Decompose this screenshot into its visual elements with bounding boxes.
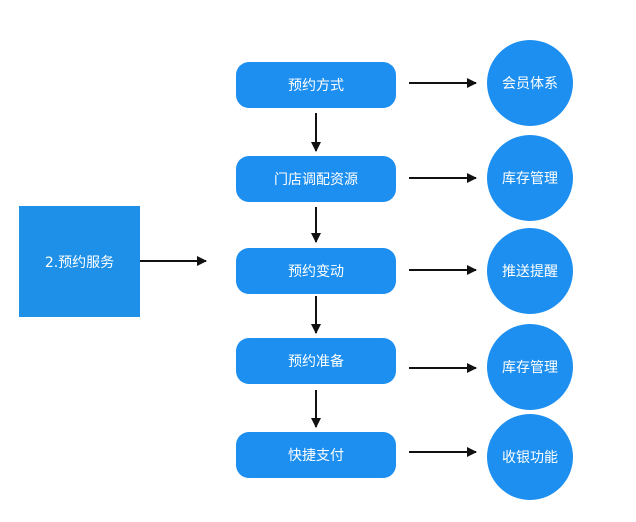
outcome-node-2: 库存管理 <box>487 135 573 221</box>
outcome-label: 收银功能 <box>502 450 558 466</box>
outcome-node-4: 库存管理 <box>487 324 573 410</box>
step-node-2: 门店调配资源 <box>236 156 396 202</box>
outcome-node-3: 推送提醒 <box>487 228 573 314</box>
step-label: 快捷支付 <box>288 448 344 464</box>
step-node-3: 预约变动 <box>236 248 396 294</box>
step-node-5: 快捷支付 <box>236 432 396 478</box>
step-node-1: 预约方式 <box>236 62 396 108</box>
outcome-label: 推送提醒 <box>502 264 558 280</box>
step-label: 预约变动 <box>288 264 344 280</box>
outcome-label: 库存管理 <box>502 171 558 187</box>
outcome-node-1: 会员体系 <box>487 40 573 126</box>
outcome-label: 库存管理 <box>502 360 558 376</box>
outcome-label: 会员体系 <box>502 76 558 92</box>
step-label: 预约方式 <box>288 78 344 94</box>
source-label: 2.预约服务 <box>44 254 115 271</box>
step-node-4: 预约准备 <box>236 338 396 384</box>
outcome-node-5: 收银功能 <box>487 414 573 500</box>
source-node: 2.预约服务 <box>19 206 140 317</box>
step-label: 预约准备 <box>288 354 344 370</box>
step-label: 门店调配资源 <box>274 172 358 188</box>
